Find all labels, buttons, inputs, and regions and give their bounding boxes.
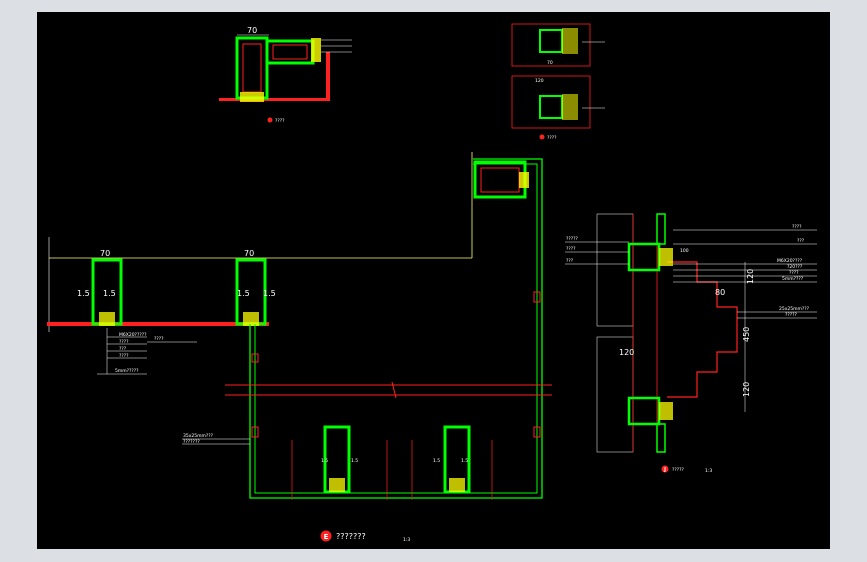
main-gap-label-2: 1.5: [351, 458, 358, 464]
right-top-caption: ????: [547, 135, 557, 141]
main-plan-scale: 1:3: [403, 537, 410, 543]
main-plan-tag: E: [324, 533, 329, 541]
main-gap-label-1: 1.5: [321, 458, 328, 464]
right-dim-2: 120: [746, 269, 755, 284]
right-note-right-8: ?????: [785, 312, 798, 318]
right-dim-5: 120: [619, 348, 634, 357]
left-dim-b: 70: [244, 249, 254, 258]
right-section-tag: J: [663, 467, 666, 473]
main-gap-label-3: 1.5: [433, 458, 440, 464]
right-top-dim-a: 70: [547, 60, 553, 66]
top-detail-wall-vertical: [326, 52, 330, 101]
main-gap-label-4: 1.5: [461, 458, 468, 464]
right-note-right-6: 5mm????: [782, 276, 804, 282]
main-plan: 1.5 1.5 1.5 1.5 35x25mm??? ??????? E ???…: [182, 158, 552, 543]
top-detail: 70 ????: [219, 26, 352, 124]
right-note-right-2: ???: [797, 238, 805, 244]
drawing-svg: 70 ???? 70 120 ????: [47, 23, 817, 543]
right-dim-4: 450: [742, 327, 751, 342]
main-plan-outer-frame: [249, 158, 543, 499]
top-detail-tag-icon: [267, 117, 273, 123]
top-detail-transom: [265, 39, 315, 65]
main-plan-tag-icon: [320, 530, 332, 542]
right-note-right-3: M6X20????: [777, 258, 803, 264]
left-note-1: M6X20?????: [119, 332, 147, 338]
right-section-step-outline: [667, 261, 738, 398]
top-detail-dim: 70: [247, 26, 257, 35]
right-note-left-2: ????: [566, 246, 576, 252]
right-note-left-3: ???: [566, 258, 574, 264]
left-note-5: 5mm?????: [115, 368, 139, 374]
right-note-right-5: ????: [789, 270, 799, 276]
right-note-right-4: ?20???: [787, 264, 803, 270]
left-gap-label-3: 1.5: [237, 289, 250, 298]
left-note-2: ????: [119, 339, 129, 345]
right-top-dim-b: 120: [535, 78, 544, 84]
main-plan-title: ???????: [336, 532, 366, 541]
right-dim-3: 80: [715, 288, 725, 297]
main-note-2: ???????: [183, 439, 200, 445]
left-dim-a: 70: [100, 249, 110, 258]
left-gap-label-2: 1.5: [103, 289, 116, 298]
left-note-right: ????: [154, 336, 164, 342]
right-section: 100 120 80 450 120 120 ????? ???? ??? ??…: [565, 213, 817, 474]
left-detail-wall: [47, 322, 269, 326]
right-dim-1: 100: [680, 248, 689, 254]
cad-drawing-canvas: 70 ???? 70 120 ????: [37, 12, 830, 549]
main-note-1: 35x25mm???: [183, 433, 214, 439]
right-section-profile-top: [627, 242, 661, 272]
left-note-3: ???: [119, 346, 127, 352]
left-gap-label-4: 1.5: [263, 289, 276, 298]
left-note-4: ????: [119, 353, 129, 359]
right-note-left-1: ?????: [566, 236, 579, 242]
top-detail-caption: ????: [275, 118, 285, 124]
top-detail-mullion: [235, 36, 269, 100]
right-section-profile-bottom: [627, 396, 661, 426]
right-top-detail: 70 120 ????: [511, 23, 605, 141]
right-note-right-1: ????: [792, 224, 802, 230]
right-section-tag-icon: [661, 465, 669, 473]
right-dim-6: 120: [742, 382, 751, 397]
right-note-right-7: 25x25mm???: [779, 306, 810, 312]
right-section-title: ?????: [672, 467, 685, 473]
right-top-tag-icon: [539, 134, 545, 140]
right-section-scale: 1:3: [705, 468, 712, 474]
top-detail-wall: [219, 98, 329, 101]
left-gap-label-1: 1.5: [77, 289, 90, 298]
main-plan-inner-frame: [254, 163, 538, 494]
left-detail: 70 70 1.5 1.5 1.5 1.5 M6X20????? ???? ??…: [47, 152, 473, 375]
